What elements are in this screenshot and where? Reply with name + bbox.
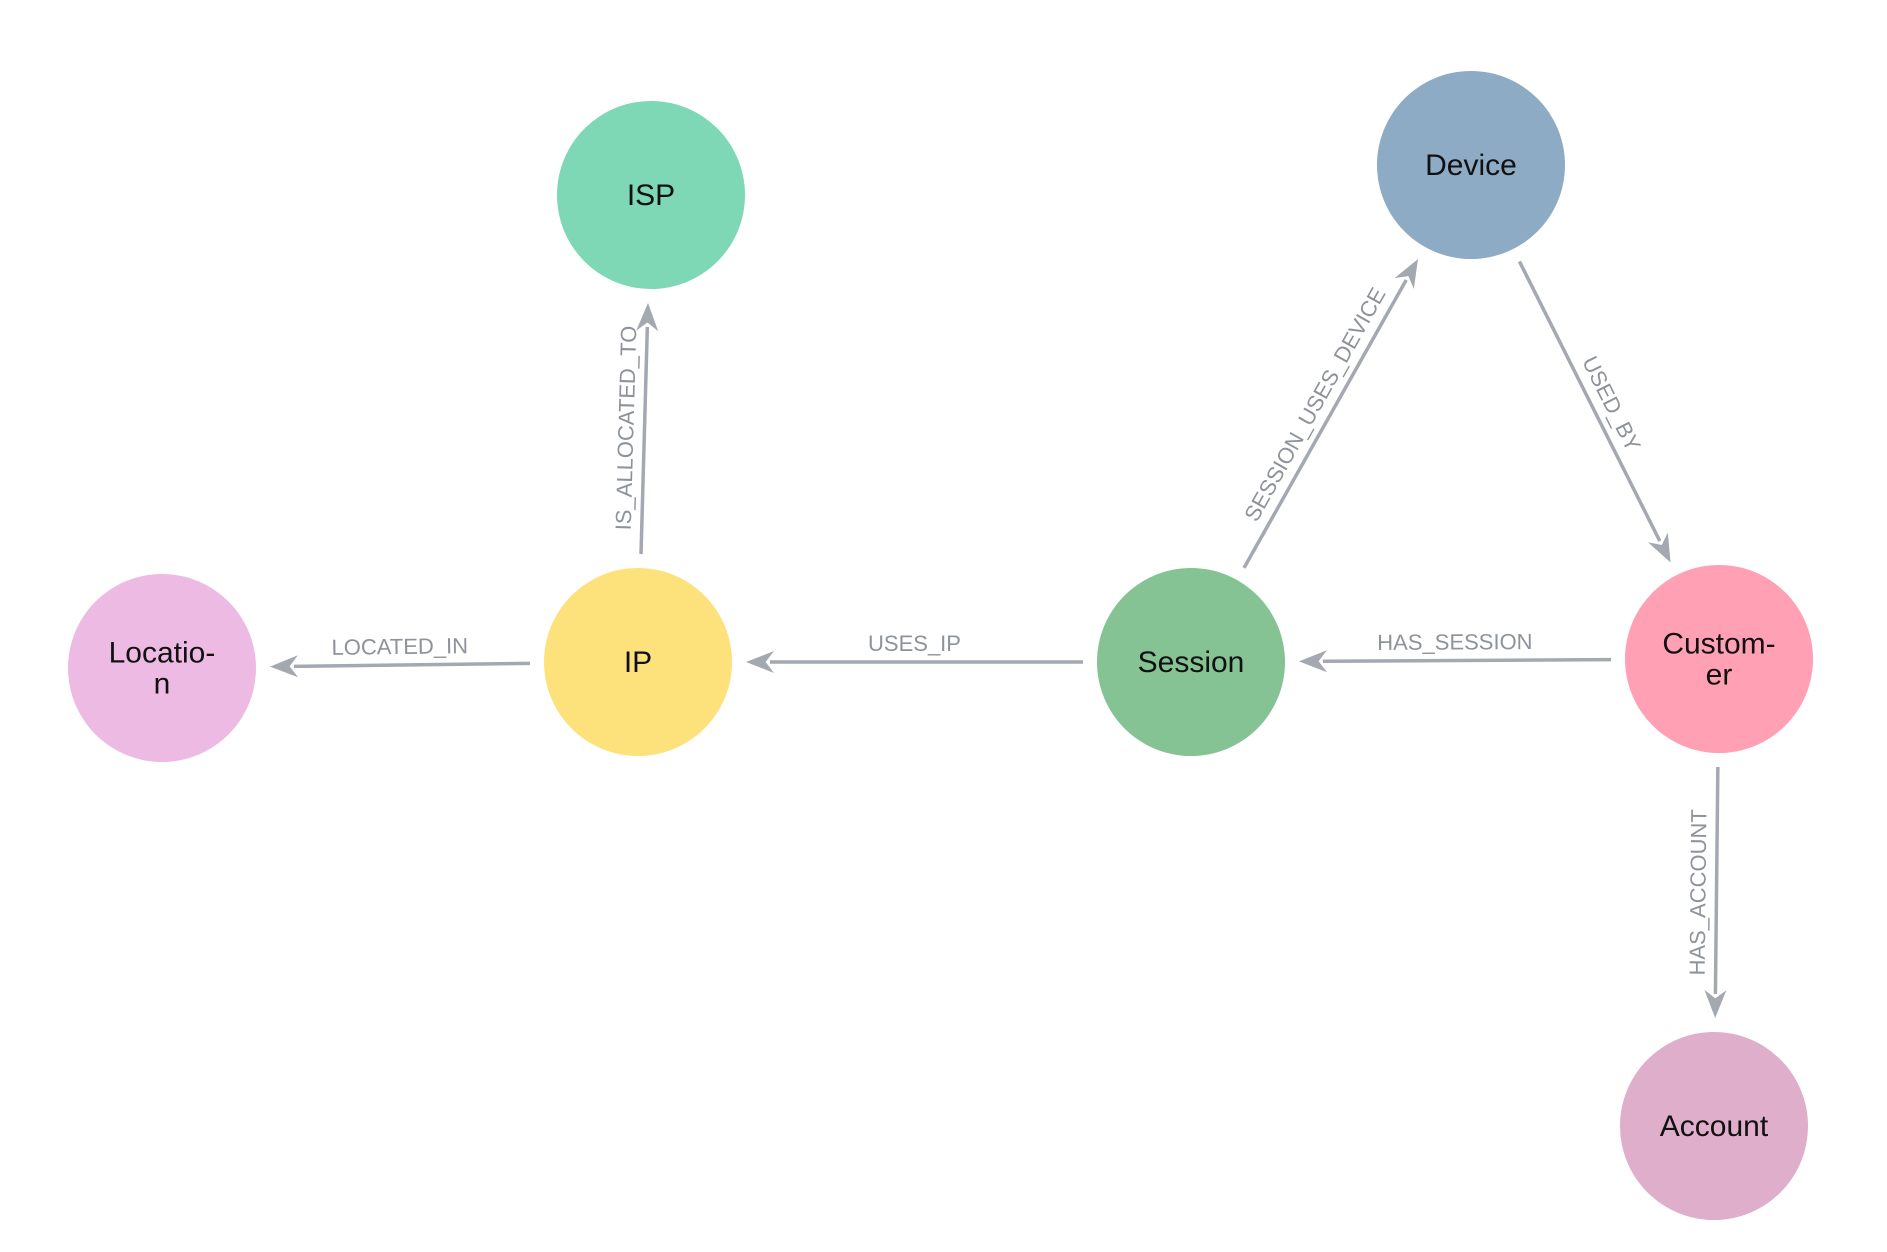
edge-used-by[interactable]: USED_BY: [1517, 260, 1671, 563]
node-circle: [1625, 565, 1813, 753]
edge-label: HAS_SESSION: [1377, 629, 1532, 655]
node-circle: [1620, 1032, 1808, 1220]
node-isp[interactable]: ISP: [557, 101, 745, 289]
arrowhead-icon: [1298, 650, 1328, 673]
node-circle: [68, 574, 256, 762]
node-label: n: [154, 668, 171, 701]
node-label: Session: [1138, 646, 1245, 679]
node-circle: [1097, 568, 1285, 756]
node-location[interactable]: Locatio-n: [68, 574, 256, 762]
edge-line: [293, 661, 531, 669]
arrowhead-icon: [636, 302, 659, 332]
edge-line: [639, 326, 650, 555]
node-device[interactable]: Device: [1377, 71, 1565, 259]
edge-uses-ip[interactable]: USES_IP: [746, 631, 1083, 673]
arrowhead-icon: [746, 651, 774, 673]
arrowhead-icon: [1704, 989, 1727, 1019]
arrowhead-icon: [1648, 532, 1671, 563]
node-label: Device: [1425, 149, 1517, 182]
edge-line: [1517, 260, 1662, 542]
edge-label: HAS_ACCOUNT: [1685, 809, 1712, 976]
edge-label: IS_ALLOCATED_TO: [611, 325, 642, 530]
arrowhead-icon: [269, 655, 299, 678]
node-label: Locatio-: [109, 637, 216, 670]
edge-label: SESSION_USES_DEVICE: [1239, 283, 1390, 525]
node-account[interactable]: Account: [1620, 1032, 1808, 1220]
edges-layer: IS_ALLOCATED_TO SESSION_USES_DEVICE USED_B…: [269, 259, 1727, 1019]
edge-line: [1322, 657, 1612, 663]
node-label: ISP: [627, 179, 675, 212]
node-customer[interactable]: Custom-er: [1625, 565, 1813, 753]
node-ip[interactable]: IP: [544, 568, 732, 756]
edge-label: LOCATED_IN: [331, 633, 468, 660]
edge-line: [1713, 766, 1720, 995]
node-circle: [557, 101, 745, 289]
node-label: er: [1706, 659, 1733, 692]
edge-is-allocated-to[interactable]: IS_ALLOCATED_TO: [611, 302, 659, 555]
edge-label: USED_BY: [1577, 352, 1646, 455]
edge-label: USES_IP: [868, 631, 961, 656]
edge-has-account[interactable]: HAS_ACCOUNT: [1685, 766, 1727, 1019]
node-label: IP: [624, 646, 652, 679]
arrowhead-icon: [1394, 259, 1418, 289]
edge-session-uses-device[interactable]: SESSION_USES_DEVICE: [1239, 259, 1418, 569]
edge-located-in[interactable]: LOCATED_IN: [269, 633, 531, 678]
edge-has-session[interactable]: HAS_SESSION: [1298, 629, 1612, 673]
node-label: Custom-: [1662, 628, 1775, 661]
node-circle: [1377, 71, 1565, 259]
edge-line: [1242, 279, 1408, 569]
node-label: Account: [1660, 1110, 1769, 1143]
node-session[interactable]: Session: [1097, 568, 1285, 756]
node-circle: [544, 568, 732, 756]
